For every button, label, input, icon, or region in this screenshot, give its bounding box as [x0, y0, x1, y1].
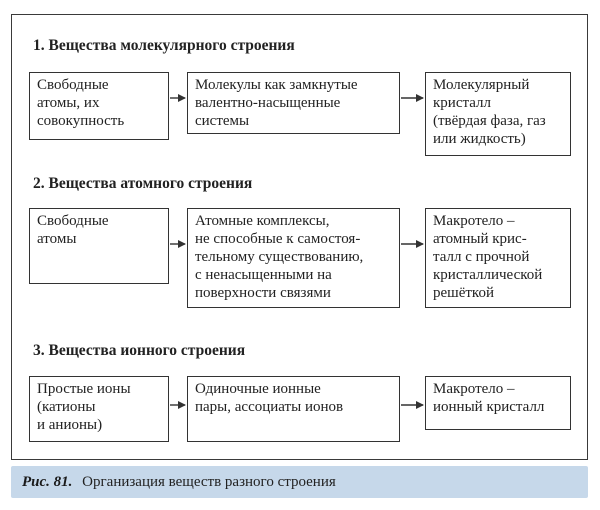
box-line: атомный крис-	[433, 231, 527, 247]
section-title-atomic: 2. Вещества атомного строения	[33, 175, 253, 192]
box-line: Свободные	[37, 77, 109, 93]
section-title-ionic: 3. Вещества ионного строения	[33, 342, 246, 359]
section-title-molecular: 1. Вещества молекулярного строения	[33, 37, 295, 54]
box-line: не способные к самостоя-	[195, 231, 361, 247]
box-free-atoms: Свободные атомы	[29, 208, 169, 284]
box-line: решёткой	[433, 285, 494, 301]
caption-band	[11, 466, 588, 498]
box-line: или жидкость)	[433, 131, 526, 147]
box-line: (твёрдая фаза, газ	[433, 113, 546, 129]
box-free-atoms-and-aggregates: Свободные атомы, их совокупность	[29, 72, 169, 140]
box-line: Молекулы как замкнутые	[195, 77, 358, 93]
box-line: ионный кристалл	[433, 399, 545, 415]
caption-text: Организация веществ разного строения	[82, 474, 336, 490]
box-line: с ненасыщенными на	[195, 267, 332, 283]
box-line: Свободные	[37, 213, 109, 229]
box-line: валентно-насыщенные	[195, 95, 341, 111]
box-ion-pairs: Одиночные ионные пары, ассоциаты ионов	[187, 376, 400, 442]
box-line: кристалл	[433, 95, 491, 111]
box-line: (катионы	[37, 399, 96, 415]
box-atomic-complexes: Атомные комплексы, не способные к самост…	[187, 208, 400, 308]
box-molecules: Молекулы как замкнутые валентно-насыщенн…	[187, 72, 400, 134]
figure-label: Рис. 81.	[22, 474, 73, 490]
box-atomic-crystal: Макротело – атомный крис- талл с прочной…	[425, 208, 571, 308]
box-line: совокупность	[37, 113, 125, 129]
box-line: Молекулярный	[433, 77, 530, 93]
box-line: атомы, их	[37, 95, 100, 111]
box-line: тельному существованию,	[195, 249, 364, 265]
box-molecular-crystal: Молекулярный кристалл (твёрдая фаза, газ…	[425, 72, 571, 156]
box-line: поверхности связями	[195, 285, 331, 301]
box-line: Атомные комплексы,	[195, 213, 330, 229]
box-line: атомы	[37, 231, 77, 247]
box-line: системы	[195, 113, 250, 129]
box-line: и анионы)	[37, 417, 103, 433]
box-line: Одиночные ионные	[195, 381, 321, 397]
box-line: кристаллической	[433, 267, 543, 283]
box-line: Макротело –	[433, 381, 515, 397]
figure-caption: Рис. 81. Организация веществ разного стр…	[22, 472, 336, 492]
box-line: Макротело –	[433, 213, 515, 229]
box-simple-ions: Простые ионы (катионы и анионы)	[29, 376, 169, 442]
box-line: Простые ионы	[37, 381, 131, 397]
box-line: пары, ассоциаты ионов	[195, 399, 344, 415]
box-ionic-crystal: Макротело – ионный кристалл	[425, 376, 571, 430]
box-line: талл с прочной	[433, 249, 530, 265]
